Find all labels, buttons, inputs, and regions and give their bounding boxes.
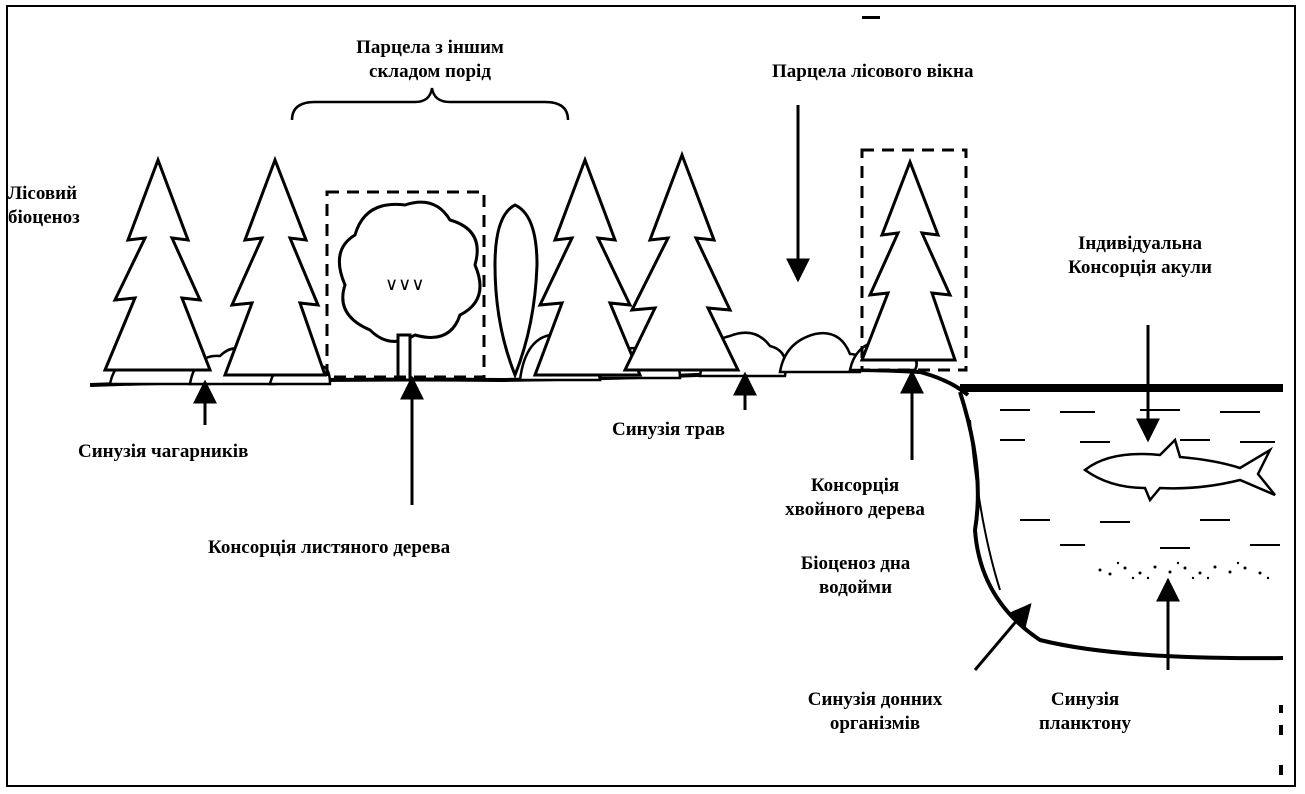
- label-synusia-grasses: Синузія трав: [612, 418, 725, 442]
- conifer-tree: [225, 160, 325, 375]
- label-line: водойми: [768, 576, 943, 600]
- parcel-brace: [292, 88, 568, 120]
- label-line: Консорція акули: [1010, 256, 1270, 280]
- label-line: хвойного дерева: [750, 498, 960, 522]
- label-synusia-plankton: Синузія планктону: [1010, 688, 1160, 736]
- label-line: Консорція: [750, 474, 960, 498]
- label-synusia-shrubs: Синузія чагарників: [78, 440, 248, 464]
- conifer-tree: [625, 155, 738, 370]
- conifer-tree: [535, 160, 640, 375]
- scan-artifacts: [862, 16, 1283, 775]
- label-synusia-benthic-organisms: Синузія донних організмів: [775, 688, 975, 736]
- water-body: [960, 384, 1283, 658]
- label-line: Парцела з іншим: [290, 36, 570, 60]
- label-line: складом порід: [290, 60, 570, 84]
- label-line: Синузія донних: [775, 688, 975, 712]
- label-parcel-other-species: Парцела з іншим складом порід: [290, 36, 570, 84]
- deciduous-tree: ∨∨∨: [339, 202, 480, 380]
- conifer-tree: [105, 160, 210, 370]
- plankton-cloud: [1099, 562, 1270, 579]
- label-line: організмів: [775, 712, 975, 736]
- label-biocenosis-water-bottom: Біоценоз дна водойми: [768, 552, 943, 600]
- label-consortium-coniferous-tree: Консорція хвойного дерева: [750, 474, 960, 522]
- label-line: Біоценоз дна: [768, 552, 943, 576]
- label-line: Синузія: [1010, 688, 1160, 712]
- conifer-tree: [862, 162, 955, 360]
- label-consortium-deciduous-tree: Консорція листяного дерева: [208, 536, 450, 560]
- label-line: Індивідуальна: [1010, 232, 1270, 256]
- label-line: планктону: [1010, 712, 1160, 736]
- label-line: біоценоз: [8, 206, 80, 230]
- label-individual-consortium-shark: Індивідуальна Консорція акули: [1010, 232, 1270, 280]
- label-line: Лісовий: [8, 182, 80, 206]
- shark: [1085, 440, 1275, 500]
- label-forest-biocenosis: Лісовий біоценоз: [8, 182, 80, 230]
- svg-text:∨∨∨: ∨∨∨: [385, 274, 425, 295]
- label-parcel-forest-window: Парцела лісового вікна: [772, 60, 974, 84]
